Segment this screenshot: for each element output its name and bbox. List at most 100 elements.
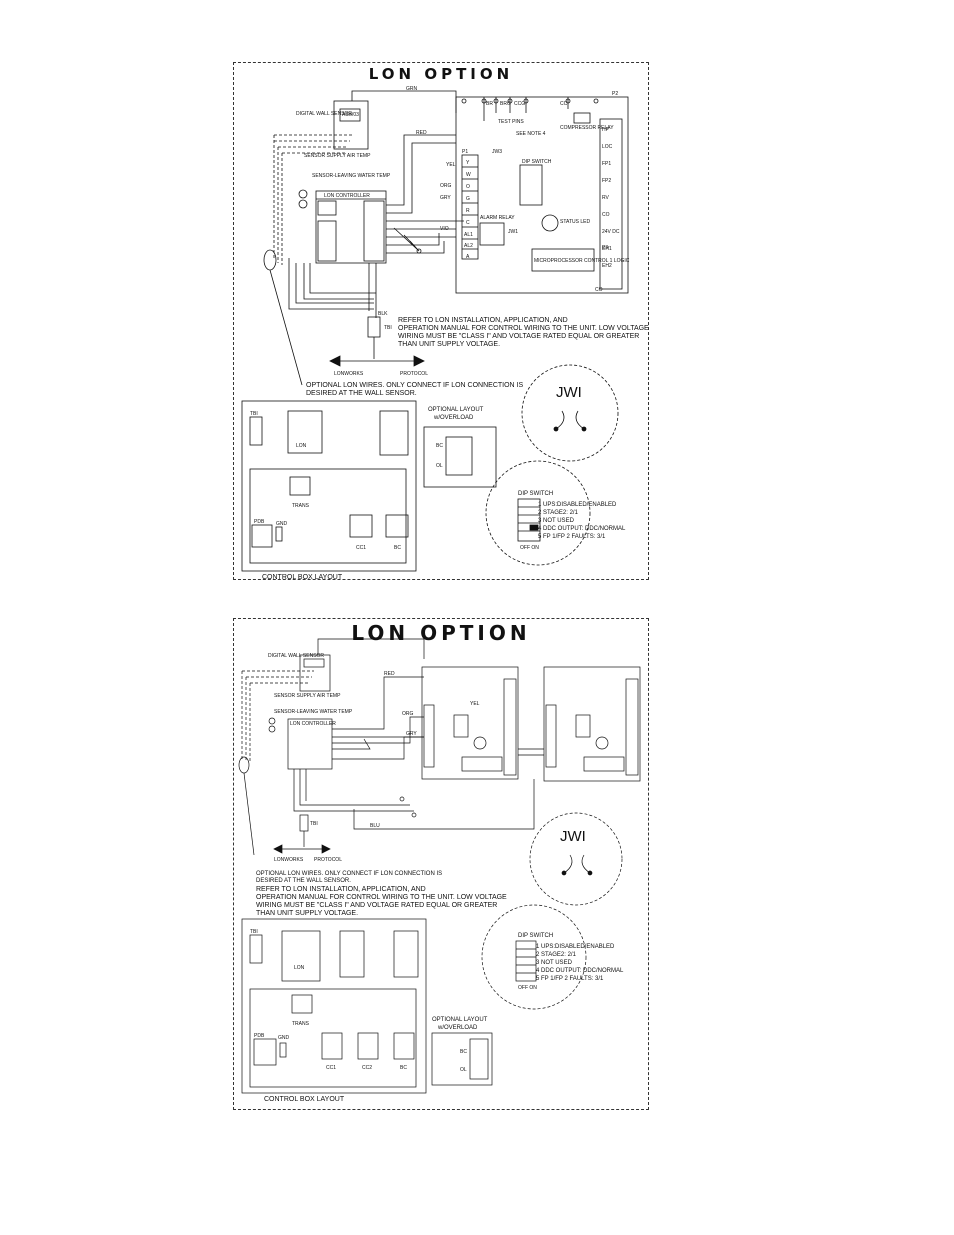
- right-terminal-label: 24V DC: [602, 229, 620, 235]
- wire-junction: [416, 248, 422, 254]
- br-label: BR: [486, 101, 493, 107]
- p2-wire-yel-label: YEL: [470, 701, 480, 707]
- p2-tbi-label: TBI: [310, 821, 318, 827]
- p2-dip-item-3: 3 NOT USED: [536, 960, 573, 966]
- control-board-mini: [379, 410, 409, 456]
- dip-switch-graphic: [517, 498, 541, 542]
- lon-controller-label: LON CONTROLLER: [324, 193, 370, 199]
- p2-box-lon-label: LON: [294, 965, 305, 971]
- dip-title: DIP SWITCH: [518, 491, 553, 497]
- dip-item-4: 4 DDC OUTPUT: DDC/NORMAL: [538, 526, 626, 532]
- box-cc1-label: CC1: [356, 545, 366, 551]
- dip-switch-small-label: DIP SWITCH: [522, 159, 552, 165]
- leaving-water-sensor-icon: [298, 199, 308, 209]
- p3-label: P3: [602, 245, 608, 251]
- p2-box-pdb-label: PDB: [254, 1033, 265, 1039]
- micro-label: MICROPROCESSOR CONTROL 1 LOGIC: [534, 258, 630, 264]
- p2-box-cc2-label: CC2: [362, 1065, 372, 1071]
- box-pdb-label: PDB: [254, 519, 265, 525]
- sensor-leaving-label: SENSOR-LEAVING WATER TEMP: [312, 173, 391, 179]
- p2-note-line-2: OPERATION MANUAL FOR CONTROL WIRING TO T…: [256, 894, 507, 901]
- note-line-4: THAN UNIT SUPPLY VOLTAGE.: [398, 341, 500, 348]
- right-terminal-label: FP1: [602, 161, 611, 167]
- co-label: CO: [595, 287, 603, 293]
- p2-box-gnd-label: GND: [278, 1035, 290, 1041]
- brg-label: BRG: [500, 101, 511, 107]
- optional-wires-line-1: OPTIONAL LON WIRES. ONLY CONNECT IF LON …: [306, 382, 523, 389]
- wire-red-label: RED: [416, 130, 427, 136]
- p2-note-line-4: THAN UNIT SUPPLY VOLTAGE.: [256, 910, 358, 917]
- p2-opt-bc-label: BC: [460, 1049, 467, 1055]
- note-line-3: WIRING MUST BE "CLASS I" AND VOLTAGE RAT…: [398, 333, 639, 340]
- p1-label: P1: [462, 149, 468, 155]
- p2-wire-org-label: ORG: [402, 711, 414, 717]
- p2-box-tbi-label: TBI: [250, 929, 258, 935]
- alarm-relay-box: [479, 222, 505, 246]
- tbi-label: TBI: [384, 325, 392, 331]
- dip-item-1: 1 UPS:DISABLED/ENABLED: [538, 502, 617, 508]
- box-trans-label: TRANS: [292, 503, 310, 509]
- term-c: C: [466, 220, 470, 226]
- opt-ol-label: OL: [436, 463, 443, 469]
- p2-optional-layout-line-2: w/OVERLOAD: [437, 1025, 478, 1031]
- status-led-label: STATUS LED: [560, 219, 590, 225]
- p2-wire-gry-label: GRY: [406, 731, 417, 737]
- transformer-icon: [289, 476, 311, 496]
- jwi-title: JWI: [556, 384, 582, 401]
- p2-optional-layout-line-1: OPTIONAL LAYOUT: [432, 1017, 488, 1023]
- jwi-circle: [521, 364, 619, 462]
- p2-optional-wires-line-1: OPTIONAL LON WIRES. ONLY CONNECT IF LON …: [256, 871, 442, 877]
- tbi-block: [249, 416, 263, 446]
- p2-sensor-leaving-label: SENSOR-LEAVING WATER TEMP: [274, 709, 353, 715]
- term-g: G: [466, 196, 470, 202]
- wire-grn-label: GRN: [406, 86, 418, 92]
- term-al1: AL1: [464, 232, 473, 238]
- diagram-panel-2: LON OPTION: [233, 618, 649, 1110]
- p2-note-line-3: WIRING MUST BE "CLASS I" AND VOLTAGE RAT…: [256, 902, 497, 909]
- panel-2-schematic: DIGITAL WALL SENSOR SENSOR SUPPLY AIR TE…: [238, 638, 641, 1103]
- box-gnd-label: GND: [276, 521, 288, 527]
- protocol-label: PROTOCOL: [400, 371, 428, 377]
- p2-box-bc-label: BC: [400, 1065, 407, 1071]
- microprocessor-box: [531, 248, 595, 272]
- lonworks-label: LONWORKS: [334, 371, 364, 377]
- optional-layout-line-2: w/OVERLOAD: [433, 415, 474, 421]
- p2-box-cc1-label: CC1: [326, 1065, 336, 1071]
- p1-terminal-strip: [461, 154, 479, 260]
- wire-bundle-loop: [263, 249, 277, 271]
- wire-gry-label: GRY: [440, 195, 451, 201]
- term-o: O: [466, 184, 470, 190]
- digital-wall-sensor-label: DIGITAL WALL SENSOR: [296, 111, 352, 117]
- right-terminal-label: FP2: [602, 178, 611, 184]
- p2-protocol-label: PROTOCOL: [314, 857, 342, 863]
- right-terminal-label: EH2: [602, 263, 612, 269]
- box-bc-label: BC: [394, 545, 401, 551]
- pdb-block: [251, 524, 273, 548]
- p2-optional-wires-line-2: DESIRED AT THE WALL SENSOR.: [256, 878, 351, 884]
- dip-item-2: 2 STAGE2: 2/1: [538, 510, 579, 516]
- wire-yel-label: YEL: [446, 162, 456, 168]
- right-terminal-label: LOC: [602, 144, 613, 150]
- p2-control-box-caption: CONTROL BOX LAYOUT: [264, 1096, 345, 1103]
- dip-switch-block: [519, 164, 543, 206]
- optional-layout-line-1: OPTIONAL LAYOUT: [428, 407, 484, 413]
- wall-sensor-box: [333, 100, 369, 150]
- right-terminal-label: RV: [602, 195, 610, 201]
- jw3-label: JW3: [492, 149, 502, 155]
- p2-jwi-title: JWI: [560, 828, 586, 845]
- wall-sensor-display: [339, 108, 361, 122]
- p2-sensor-supply-label: SENSOR SUPPLY AIR TEMP: [274, 693, 341, 699]
- tbi-terminal: [367, 316, 381, 338]
- optional-wires-line-2: DESIRED AT THE WALL SENSOR.: [306, 390, 417, 397]
- p2-dip-item-5: 5 FP 1/FP 2 FAULTS: 3/1: [536, 976, 604, 982]
- p2-lon-controller-label: LON CONTROLLER: [290, 721, 336, 727]
- wire-org-label: ORG: [440, 183, 452, 189]
- control-board: [455, 96, 629, 294]
- dip-item-5: 5 FP 1/FP 2 FAULTS: 3/1: [538, 534, 606, 540]
- right-terminal-label: EH1: [602, 246, 612, 252]
- panel-1-title: LON OPTION: [368, 65, 514, 83]
- term-r: R: [466, 208, 470, 214]
- p2-lonworks-label: LONWORKS: [274, 857, 304, 863]
- box-lon-label: LON: [296, 443, 307, 449]
- panel-1-schematic: DIGITAL WALL SENSOR ASW03 SENSOR SUPPLY …: [241, 86, 649, 581]
